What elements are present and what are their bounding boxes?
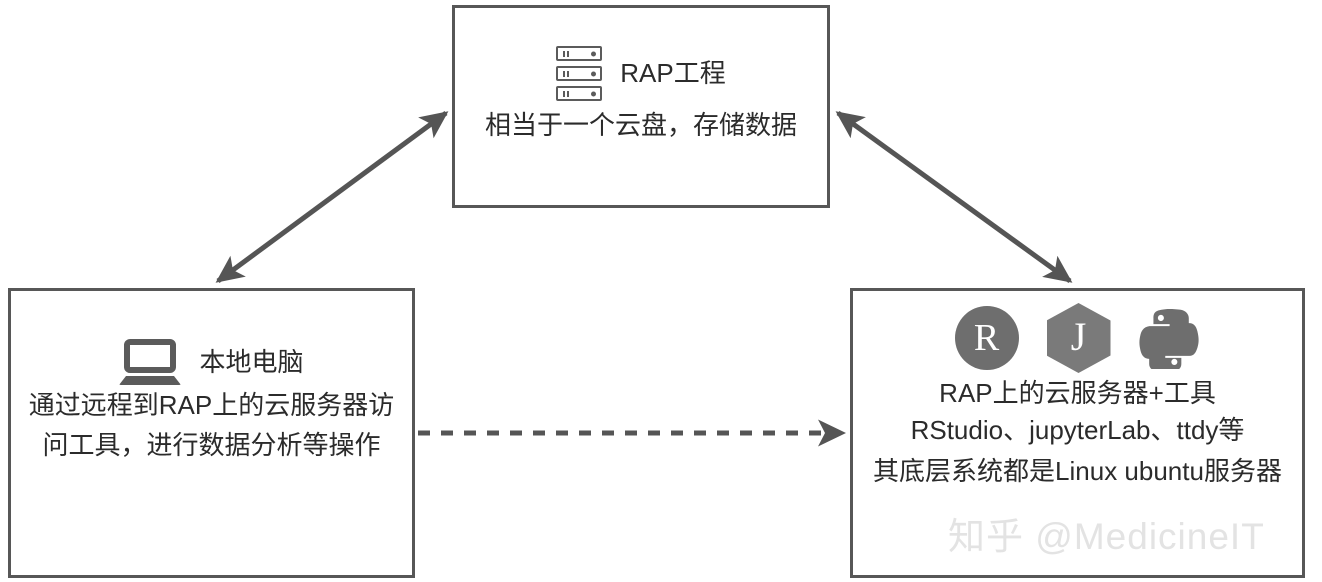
cloud-server-title: RAP上的云服务器+工具 (939, 378, 1216, 408)
local-computer-title: 本地电脑 (199, 346, 304, 377)
server-stack-icon (556, 46, 603, 101)
laptop-icon (119, 339, 182, 385)
arrow-local-to-rap (215, 110, 449, 284)
rap-headline-row: RAP工程 (556, 46, 726, 101)
watermark: 知乎 @MedicineIT (948, 516, 1265, 557)
node-local-computer[interactable]: 本地电脑 通过远程到RAP上的云服务器访 问工具，进行数据分析等操作 (8, 288, 415, 578)
jupyter-logo-icon: J (1046, 303, 1111, 373)
cloud-logo-row: R J (954, 303, 1201, 373)
r-logo-icon: R (954, 306, 1019, 370)
cloud-server-line-2: 其底层系统都是Linux ubuntu服务器 (873, 456, 1282, 487)
rap-project-title: RAP工程 (620, 58, 726, 89)
cloud-server-line-1: RStudio、jupyterLab、ttdy等 (910, 414, 1245, 445)
node-cloud-server[interactable]: R J RAP上的云服务器+工具 RStudio、jupyterLab、ttdy… (850, 288, 1305, 578)
arrow-rap-to-cloud (835, 110, 1073, 284)
python-logo-icon (1138, 308, 1199, 369)
local-computer-line-2: 问工具，进行数据分析等操作 (42, 429, 381, 460)
local-headline-row: 本地电脑 (119, 339, 304, 385)
rap-project-line-1: 相当于一个云盘，存储数据 (484, 110, 797, 140)
local-computer-line-1: 通过远程到RAP上的云服务器访 (28, 390, 395, 420)
node-rap-project[interactable]: RAP工程 相当于一个云盘，存储数据 (452, 5, 830, 208)
